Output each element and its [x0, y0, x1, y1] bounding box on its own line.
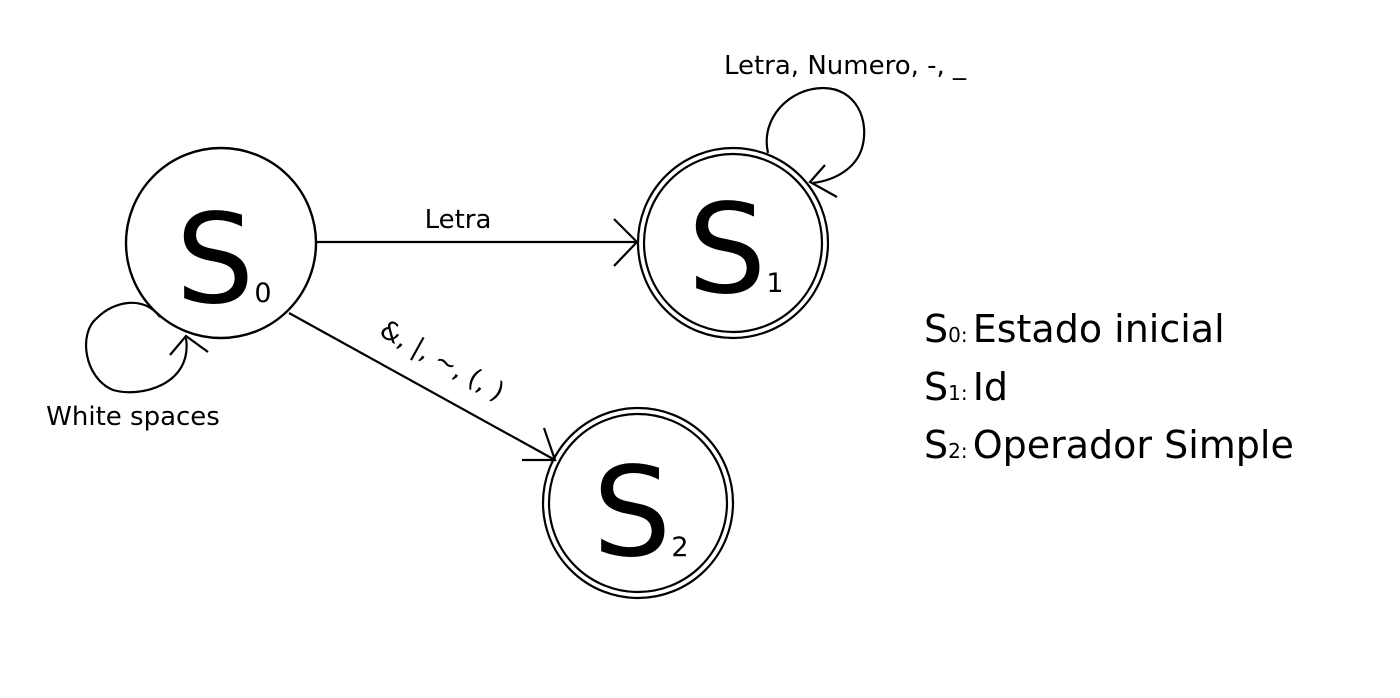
legend-s0-letter: S [924, 307, 949, 351]
state-s1-outer-circle [636, 146, 830, 340]
state-legend: S0: Estado inicial S1: Id S2: Operador S… [924, 300, 1294, 474]
state-s2-subscript: 2 [671, 532, 688, 563]
self-loop-s1-arc [765, 86, 866, 185]
legend-s2-letter: S [924, 423, 949, 467]
legend-s0-description: Estado inicial [972, 307, 1225, 351]
legend-s2-description: Operador Simple [972, 423, 1294, 467]
legend-s2-separator: : [960, 439, 968, 463]
legend-s1-description: Id [972, 365, 1009, 409]
state-s0: S 0 [124, 146, 318, 340]
transition-s0-s2: &, |, ~, (, ) [288, 312, 557, 462]
arrowhead-icon [169, 334, 209, 356]
state-s0-letter: S [176, 188, 255, 332]
self-loop-s1: Letra, Numero, -, _ [724, 51, 967, 198]
transition-s0-s1: Letra [316, 205, 639, 267]
legend-s0-separator: : [960, 323, 968, 347]
legend-row-s1: S1: Id [924, 358, 1294, 416]
state-s2-inner-circle [547, 412, 729, 594]
self-loop-s0: White spaces [46, 301, 220, 432]
self-loop-s1-label: Letra, Numero, -, _ [724, 51, 967, 81]
legend-row-s2: S2: Operador Simple [924, 416, 1294, 474]
transition-s0-s2-label: &, |, ~, (, ) [375, 315, 510, 408]
self-loop-s0-arc [84, 301, 188, 394]
state-s2: S 2 [541, 406, 735, 600]
legend-s2-subscript: 2 [948, 439, 961, 463]
self-loop-s0-label: White spaces [46, 402, 220, 432]
state-s2-outer-circle [541, 406, 735, 600]
state-s0-subscript: 0 [254, 278, 271, 309]
state-s1-inner-circle [642, 152, 824, 334]
arrowhead-icon [522, 427, 557, 462]
arrowhead-icon [613, 218, 639, 267]
legend-s1-separator: : [960, 381, 968, 405]
legend-s1-letter: S [924, 365, 949, 409]
state-s1: S 1 [636, 146, 830, 340]
transition-s0-s1-label: Letra [425, 205, 492, 235]
legend-row-s0: S0: Estado inicial [924, 300, 1294, 358]
state-s2-letter: S [593, 441, 672, 585]
state-s1-subscript: 1 [766, 268, 783, 299]
state-s1-letter: S [688, 178, 767, 322]
arrowhead-icon [808, 164, 838, 198]
legend-s1-subscript: 1 [948, 381, 961, 405]
transition-s0-s2-line [288, 312, 556, 461]
legend-s0-subscript: 0 [948, 323, 961, 347]
